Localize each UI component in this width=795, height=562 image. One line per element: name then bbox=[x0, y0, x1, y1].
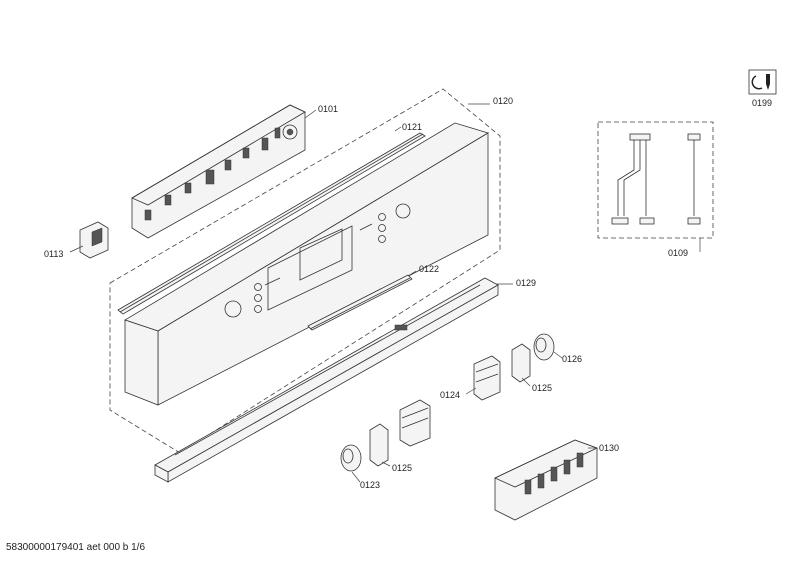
label-0125-a: 0125 bbox=[532, 383, 552, 393]
assembly-outline-0120 bbox=[109, 88, 501, 454]
spacer-0125-upper bbox=[511, 343, 531, 383]
label-0109: 0109 bbox=[668, 248, 688, 258]
label-0123: 0123 bbox=[360, 480, 380, 490]
electronic-module-0101 bbox=[131, 104, 306, 239]
button-block-0124-upper bbox=[473, 355, 501, 401]
label-0121: 0121 bbox=[402, 122, 422, 132]
label-0126: 0126 bbox=[562, 354, 582, 364]
handle-strip-0122 bbox=[307, 274, 413, 331]
label-0101: 0101 bbox=[318, 104, 338, 114]
label-0122: 0122 bbox=[419, 264, 439, 274]
leader-lines bbox=[69, 103, 701, 483]
label-0125-b: 0125 bbox=[392, 463, 412, 473]
wrench-icon bbox=[748, 69, 777, 95]
cable-set-frame-0109 bbox=[597, 121, 714, 239]
clip-0113 bbox=[79, 221, 109, 259]
label-0129: 0129 bbox=[516, 278, 536, 288]
document-footer: 58300000179401 aet 000 b 1/6 bbox=[6, 542, 146, 553]
bracket-0130 bbox=[494, 439, 599, 521]
label-0113: 0113 bbox=[44, 249, 63, 259]
knob-0126 bbox=[533, 333, 555, 361]
button-block-0124-lower bbox=[399, 399, 431, 447]
spacer-0125-lower bbox=[369, 423, 389, 467]
control-panel-0120 bbox=[124, 122, 489, 406]
label-0124: 0124 bbox=[440, 390, 460, 400]
label-0199: 0199 bbox=[752, 98, 772, 108]
fascia-strip-0129 bbox=[154, 277, 499, 483]
label-0130: 0130 bbox=[599, 443, 619, 453]
cable-set-0109 bbox=[611, 133, 701, 225]
label-0120: 0120 bbox=[493, 96, 513, 106]
knob-0123 bbox=[340, 444, 362, 472]
trim-strip-0121 bbox=[117, 132, 426, 315]
